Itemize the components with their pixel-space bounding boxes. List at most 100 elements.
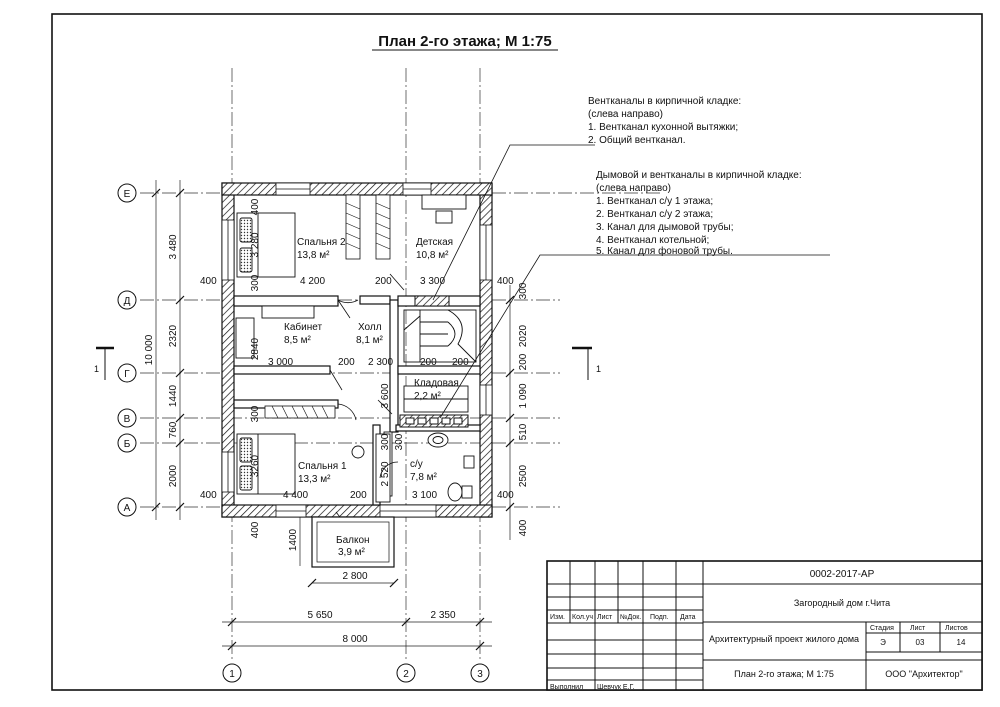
axis-marker-d: Д	[117, 290, 137, 310]
svg-text:200: 200	[338, 357, 355, 368]
room-name-bedroom-1: Спальня 1	[298, 461, 347, 472]
room-labels: Спальня 2 13,8 м² Детская 10,8 м² Кабине…	[284, 237, 459, 558]
svg-text:1 090: 1 090	[518, 383, 529, 408]
stamp-sheet-title: План 2-го этажа; М 1:75	[734, 669, 834, 679]
svg-text:200: 200	[375, 276, 392, 287]
svg-text:2020: 2020	[518, 324, 529, 347]
svg-text:200: 200	[350, 490, 367, 501]
staircase	[403, 309, 477, 363]
svg-text:2 300: 2 300	[368, 357, 393, 368]
svg-text:510: 510	[518, 423, 529, 440]
svg-text:2 520: 2 520	[380, 461, 391, 486]
room-area-study: 8,5 м²	[284, 335, 312, 346]
axis-marker-b: Б	[117, 433, 137, 453]
svg-text:В: В	[124, 414, 131, 425]
windows	[221, 182, 493, 518]
svg-text:3 100: 3 100	[412, 490, 437, 501]
svg-text:300: 300	[518, 282, 529, 299]
stamp-stage: Э	[880, 638, 886, 647]
svg-text:1: 1	[229, 669, 235, 680]
svg-text:1400: 1400	[288, 528, 299, 551]
svg-text:300: 300	[250, 405, 261, 422]
svg-text:Листов: Листов	[945, 625, 968, 632]
svg-text:4. Вентканал котельной;: 4. Вентканал котельной;	[596, 235, 709, 246]
room-name-bathroom: с/у	[410, 459, 423, 470]
svg-text:Стадия: Стадия	[870, 625, 894, 632]
axis-marker-2: 2	[396, 663, 416, 683]
svg-text:№Док.: №Док.	[620, 614, 641, 621]
svg-text:Е: Е	[124, 189, 131, 200]
svg-text:Лист: Лист	[597, 614, 613, 621]
svg-text:Дымовой и вентканалы в кирпичн: Дымовой и вентканалы в кирпичной кладке:	[596, 170, 802, 181]
svg-text:400: 400	[200, 276, 217, 287]
svg-text:760: 760	[168, 421, 179, 438]
dimension-text-left: 10 000 3 480 2320 1440 760 2000	[144, 234, 179, 487]
dimension-lines	[155, 180, 511, 647]
wardrobe-hangers	[271, 202, 391, 419]
axis-marker-v: В	[117, 408, 137, 428]
svg-text:3 480: 3 480	[168, 234, 179, 259]
interior-dimensions: 400 4 200 200 3 300 400 400 3 280 300 30…	[200, 198, 514, 538]
drawing-title: План 2-го этажа; М 1:75	[378, 33, 551, 50]
svg-text:2320: 2320	[168, 324, 179, 347]
svg-text:1. Вентканал с/у 1 этажа;: 1. Вентканал с/у 1 этажа;	[596, 196, 713, 207]
axis-marker-e: Е	[117, 183, 137, 203]
svg-text:300: 300	[380, 433, 391, 450]
svg-text:400: 400	[497, 276, 514, 287]
axis-marker-3: 3	[470, 663, 490, 683]
svg-text:(слева направо): (слева направо)	[588, 109, 663, 120]
axis-marker-1: 1	[222, 663, 242, 683]
dimension-ticks	[151, 188, 515, 651]
dimension-text-bottom: 5 650 2 350 8 000 2 800 1400	[288, 528, 456, 645]
svg-text:Дата: Дата	[680, 614, 696, 621]
svg-text:Г: Г	[124, 369, 130, 380]
bed-bedroom-1	[236, 433, 296, 495]
svg-text:Лист: Лист	[910, 625, 926, 632]
svg-text:400: 400	[250, 521, 261, 538]
room-area-kids: 10,8 м²	[416, 250, 449, 261]
room-area-balcony: 3,9 м²	[338, 547, 366, 558]
svg-text:2000: 2000	[168, 464, 179, 487]
dimension-text-right: 300 2020 200 1 090 510 2500 400	[518, 282, 529, 536]
svg-text:400: 400	[200, 490, 217, 501]
svg-text:1. Вентканал кухонной вытяжки;: 1. Вентканал кухонной вытяжки;	[588, 122, 738, 133]
svg-text:3 000: 3 000	[268, 357, 293, 368]
row-axis-markers: Е Д Г В Б А	[117, 183, 137, 517]
svg-text:Выполнил: Выполнил	[550, 684, 583, 691]
svg-text:400: 400	[518, 519, 529, 536]
svg-text:5. Канал для фоновой трубы.: 5. Канал для фоновой трубы.	[596, 245, 733, 257]
svg-text:3 600: 3 600	[380, 383, 391, 408]
svg-text:8 000: 8 000	[342, 634, 367, 645]
svg-text:2840: 2840	[250, 337, 261, 360]
svg-text:Изм.: Изм.	[550, 614, 565, 621]
svg-text:Шевчук Е.Г.: Шевчук Е.Г.	[597, 684, 634, 691]
room-name-balcony: Балкон	[336, 535, 370, 546]
stamp-code: 0002-2017-АР	[810, 569, 875, 580]
svg-text:3260: 3260	[250, 454, 261, 477]
stamp-org: ООО "Архитектор"	[885, 669, 962, 679]
stamp-sheet: 03	[916, 638, 925, 647]
svg-text:4 200: 4 200	[300, 276, 325, 287]
svg-text:2500: 2500	[518, 464, 529, 487]
room-name-kids: Детская	[416, 237, 453, 248]
svg-text:400: 400	[250, 198, 261, 215]
svg-text:3: 3	[477, 669, 483, 680]
svg-text:(слева направо): (слева направо)	[596, 183, 671, 194]
room-area-bedroom-1: 13,3 м²	[298, 474, 331, 485]
svg-text:Подп.: Подп.	[650, 614, 669, 621]
stamp-project: Архитектурный проект жилого дома	[709, 634, 859, 644]
svg-text:10 000: 10 000	[144, 334, 155, 365]
room-area-storage: 2,2 м²	[414, 391, 442, 402]
room-name-hall: Холл	[358, 322, 382, 333]
svg-text:Б: Б	[124, 439, 131, 450]
svg-text:1: 1	[94, 364, 99, 374]
svg-text:300: 300	[394, 433, 405, 450]
svg-text:2. Общий вентканал.: 2. Общий вентканал.	[588, 134, 686, 146]
stamp-sheets: 14	[957, 638, 966, 647]
wardrobes	[264, 194, 391, 419]
room-area-bathroom: 7,8 м²	[410, 472, 438, 483]
section-mark-right: 1	[572, 346, 601, 380]
note-leaders	[432, 144, 830, 419]
svg-text:2: 2	[403, 669, 409, 680]
